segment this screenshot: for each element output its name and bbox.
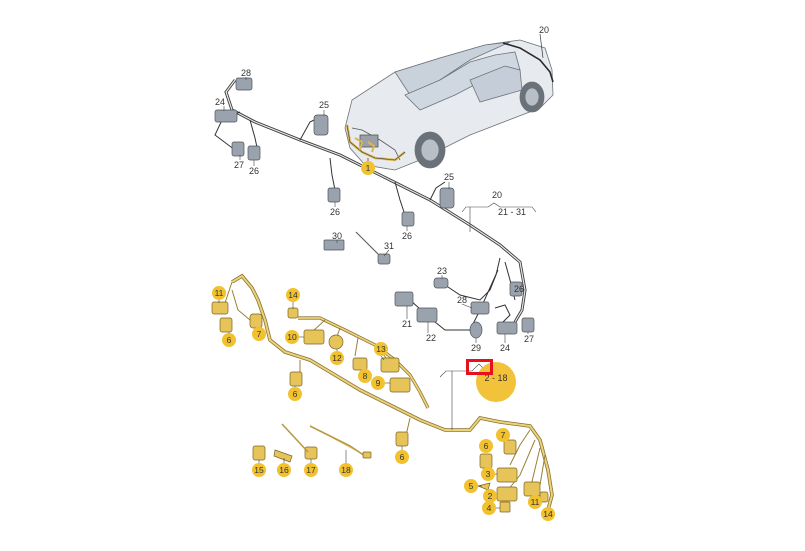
part-badge-4[interactable]: 4	[482, 501, 496, 515]
part-badge-6[interactable]: 6	[395, 450, 409, 464]
part-label-24[interactable]: 24	[499, 343, 511, 353]
part-label-31[interactable]: 31	[383, 241, 395, 251]
front-group-badge[interactable]	[476, 362, 516, 402]
part-badge-14[interactable]: 14	[286, 288, 300, 302]
part-label-26[interactable]: 26	[248, 166, 260, 176]
part-badge-13[interactable]: 13	[374, 342, 388, 356]
part-badge-5[interactable]: 5	[464, 479, 478, 493]
part-badge-6[interactable]: 6	[288, 387, 302, 401]
part-badge-15[interactable]: 15	[252, 463, 266, 477]
part-label-30[interactable]: 30	[331, 231, 343, 241]
car-callout-badge[interactable]: 1	[361, 161, 375, 175]
part-badge-18[interactable]: 18	[339, 463, 353, 477]
group-label-20[interactable]: 20	[491, 190, 503, 200]
part-badge-12[interactable]: 12	[330, 351, 344, 365]
part-label-27[interactable]: 27	[523, 334, 535, 344]
group-range-2-18[interactable]: 2 - 18	[484, 373, 508, 383]
part-badge-6[interactable]: 6	[222, 333, 236, 347]
part-badge-17[interactable]: 17	[304, 463, 318, 477]
part-label-20-car[interactable]: 20	[538, 25, 550, 35]
part-label-25[interactable]: 25	[318, 100, 330, 110]
part-label-21[interactable]: 21	[401, 319, 413, 329]
part-badge-6[interactable]: 6	[479, 439, 493, 453]
part-label-24[interactable]: 24	[214, 97, 226, 107]
part-badge-9[interactable]: 9	[371, 376, 385, 390]
part-label-22[interactable]: 22	[425, 333, 437, 343]
part-badge-7[interactable]: 7	[496, 428, 510, 442]
selection-highlight-box[interactable]	[466, 359, 493, 375]
part-badge-11[interactable]: 11	[528, 495, 542, 509]
part-label-26[interactable]: 26	[513, 284, 525, 294]
part-label-26[interactable]: 26	[329, 207, 341, 217]
part-badge-16[interactable]: 16	[277, 463, 291, 477]
part-badge-2[interactable]: 2	[483, 489, 497, 503]
part-badge-7[interactable]: 7	[252, 327, 266, 341]
part-label-28[interactable]: 28	[240, 68, 252, 78]
part-label-27[interactable]: 27	[233, 160, 245, 170]
part-label-28[interactable]: 28	[456, 295, 468, 305]
part-badge-8[interactable]: 8	[358, 369, 372, 383]
part-badge-10[interactable]: 10	[285, 330, 299, 344]
part-label-26[interactable]: 26	[401, 231, 413, 241]
part-label-25[interactable]: 25	[443, 172, 455, 182]
group-range-21-31[interactable]: 21 - 31	[497, 207, 527, 217]
car-illustration	[344, 39, 554, 171]
part-label-29[interactable]: 29	[470, 343, 482, 353]
rear-connectors	[214, 77, 535, 339]
part-label-23[interactable]: 23	[436, 266, 448, 276]
front-connectors	[211, 301, 549, 513]
part-badge-11[interactable]: 11	[212, 286, 226, 300]
part-badge-14[interactable]: 14	[541, 507, 555, 521]
part-badge-3[interactable]: 3	[481, 467, 495, 481]
